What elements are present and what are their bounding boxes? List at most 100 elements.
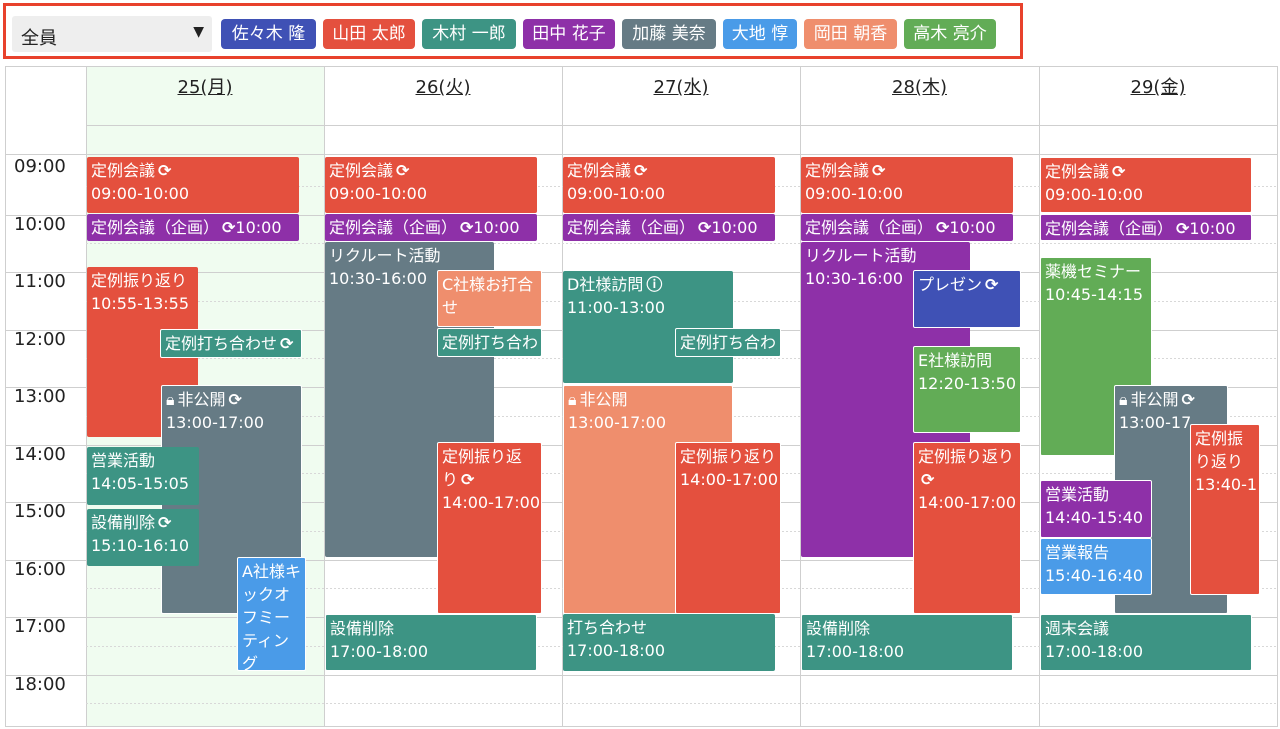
- calendar-event[interactable]: 定例会議⟳09:00-10:00: [87, 157, 299, 213]
- grid-vline: [1039, 67, 1040, 726]
- calendar-event[interactable]: 設備削除⟳ 15:10-16:10: [87, 509, 199, 566]
- day-link[interactable]: 28(木): [892, 77, 947, 98]
- event-time: 13:40-1: [1195, 475, 1258, 494]
- recurring-icon: ⟳: [985, 275, 999, 294]
- grid-half-hline: [86, 243, 1277, 245]
- event-title: 打ち合わせ: [567, 616, 771, 639]
- calendar-event[interactable]: 定例会議⟳09:00-10:00: [325, 157, 537, 213]
- calendar-event[interactable]: 定例会議（企画）⟳10:00: [801, 214, 1013, 241]
- day-link[interactable]: 26(火): [415, 77, 471, 98]
- member-chip[interactable]: 大地 惇: [723, 19, 797, 49]
- event-title: 定例打ち合わせ⟳: [165, 332, 297, 355]
- day-link[interactable]: 29(金): [1130, 77, 1186, 98]
- calendar-event[interactable]: 定例打ち合わ: [437, 328, 542, 357]
- event-title: 🔒︎非公開⟳: [166, 388, 297, 411]
- event-time: 17:00-18:00: [806, 642, 904, 661]
- recurring-icon: ⟳: [228, 390, 242, 409]
- event-title-text: 薬機セミナー: [1045, 262, 1142, 281]
- event-title: 定例会議⟳: [91, 159, 295, 182]
- event-title: 定例振り返り⟳: [442, 445, 537, 491]
- grid-half-hline: [86, 703, 1277, 705]
- calendar-event[interactable]: 定例会議（企画）⟳10:00: [1040, 214, 1252, 241]
- member-chip[interactable]: 佐々木 隆: [221, 19, 316, 49]
- calendar-event[interactable]: 定例会議⟳09:00-10:00: [1040, 157, 1252, 213]
- calendar-event[interactable]: 定例振り返り⟳14:00-17:00: [913, 442, 1021, 614]
- calendar-event[interactable]: 設備削除 17:00-18:00: [801, 614, 1013, 671]
- event-title: 🔒︎非公開⟳: [1119, 388, 1223, 411]
- event-title: A社様キックオフミーティング: [242, 560, 301, 670]
- event-title: 定例会議⟳: [805, 159, 1009, 182]
- grid-vline: [800, 67, 801, 726]
- event-title-text: 定例会議: [329, 161, 394, 180]
- event-title: 営業報告: [1045, 541, 1147, 564]
- event-title-text: プレゼン: [918, 275, 983, 294]
- calendar-event[interactable]: プレゼン⟳: [913, 270, 1021, 328]
- event-time: 17:00-18:00: [1045, 642, 1143, 661]
- event-time: 17:00-18:00: [330, 642, 428, 661]
- event-title-text: 非公開: [177, 390, 226, 409]
- calendar-event[interactable]: 定例打ち合わせ⟳: [160, 329, 302, 358]
- event-title-text: リクルート活動: [329, 246, 441, 265]
- calendar-event[interactable]: 定例会議⟳09:00-10:00: [563, 157, 775, 213]
- member-select[interactable]: 全員 ▼: [12, 16, 212, 52]
- calendar-event[interactable]: 定例打ち合わ: [675, 328, 781, 357]
- day-link[interactable]: 27(水): [653, 77, 709, 98]
- member-select-value: 全員: [21, 28, 57, 49]
- event-title: リクルート活動: [805, 244, 966, 267]
- calendar-event[interactable]: 定例会議（企画）⟳10:00: [325, 214, 537, 241]
- member-chip[interactable]: 高木 亮介: [904, 19, 996, 49]
- calendar-event[interactable]: 定例会議（企画）⟳10:00: [563, 214, 775, 241]
- recurring-icon: ⟳: [158, 513, 172, 532]
- day-link[interactable]: 25(月): [177, 77, 233, 98]
- event-title-text: 非公開: [1130, 390, 1179, 409]
- member-chip[interactable]: 岡田 朝香: [804, 19, 897, 49]
- event-title-text: 定例会議: [91, 161, 156, 180]
- member-chip[interactable]: 田中 花子: [523, 19, 615, 49]
- calendar-event[interactable]: 定例会議⟳09:00-10:00: [801, 157, 1013, 213]
- event-time: 14:00-17:00: [442, 493, 540, 512]
- event-title-text: 設備削除: [806, 619, 871, 638]
- event-title: 設備削除: [806, 617, 1008, 640]
- event-title-text: 定例振り返り: [680, 447, 777, 466]
- day-header: 26(火): [324, 67, 562, 125]
- event-time: 17:00-18:00: [567, 641, 665, 660]
- event-title: プレゼン⟳: [918, 273, 1016, 296]
- calendar-event[interactable]: C社様お打合せ: [437, 270, 542, 327]
- day-header: 29(金): [1039, 67, 1277, 125]
- grid-vline: [324, 67, 325, 726]
- event-time: 13:00-17: [1119, 413, 1192, 432]
- member-chip[interactable]: 山田 太郎: [323, 19, 415, 49]
- event-title-text: 設備削除: [91, 513, 156, 532]
- day-header: 27(水): [562, 67, 800, 125]
- event-title-text: 定例会議（企画）: [329, 218, 458, 237]
- event-time: 10:00: [711, 218, 758, 237]
- recurring-icon: ⟳: [921, 470, 935, 489]
- time-label: 17:00: [14, 616, 66, 637]
- recurring-icon: ⟳: [872, 161, 886, 180]
- member-chip[interactable]: 木村 一郎: [422, 19, 516, 49]
- event-time: 15:10-16:10: [91, 536, 189, 555]
- event-time: 13:00-17:00: [166, 413, 264, 432]
- calendar-event[interactable]: 打ち合わせ 17:00-18:00: [563, 614, 775, 671]
- calendar-event[interactable]: 定例会議（企画）⟳10:00: [87, 214, 299, 241]
- member-chip[interactable]: 加藤 美奈: [622, 19, 716, 49]
- event-title-text: C社様お打合せ: [442, 275, 534, 317]
- event-title-text: 営業活動: [1045, 485, 1110, 504]
- event-time: 14:00-17:00: [918, 493, 1016, 512]
- calendar-event[interactable]: 定例振り返り⟳ 14:00-17:00: [437, 442, 542, 614]
- calendar-event[interactable]: A社様キックオフミーティング: [237, 557, 306, 671]
- grid-hline: [6, 154, 1277, 155]
- time-label: 18:00: [14, 673, 66, 695]
- event-title-text: E社様訪問: [918, 351, 993, 370]
- time-label: 16:00: [14, 558, 66, 580]
